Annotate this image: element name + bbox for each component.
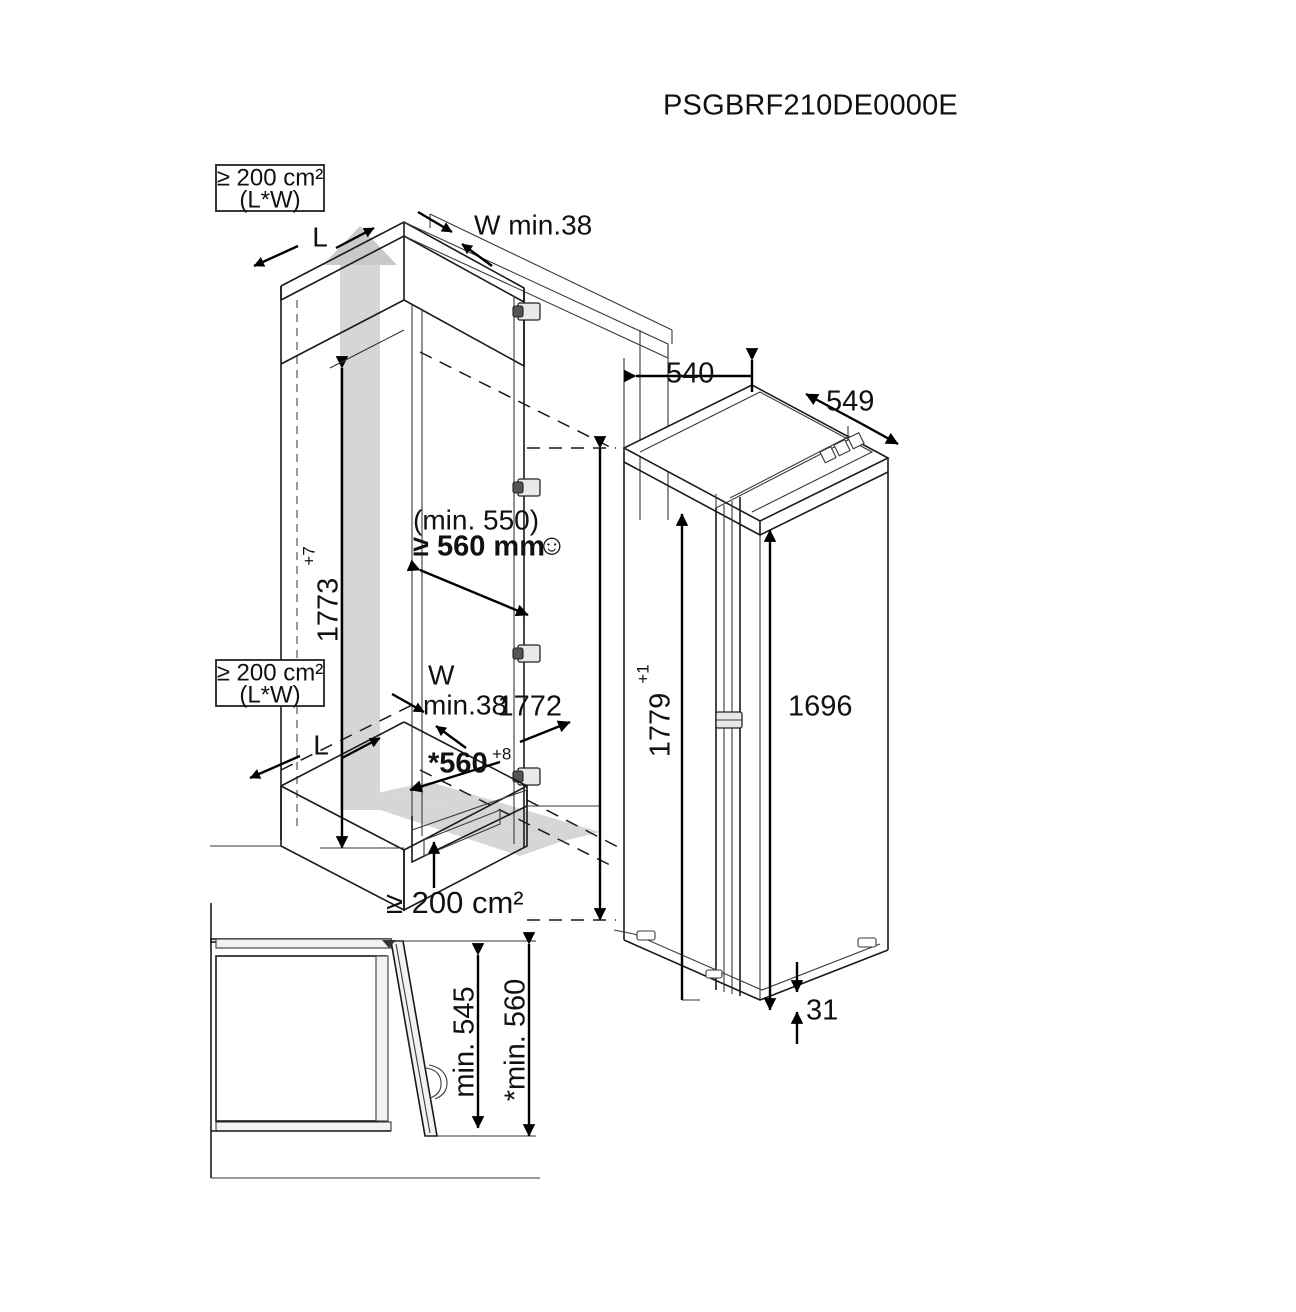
dimension-min-545: min. 545	[449, 943, 485, 1129]
plan-cabinet-interior	[215, 955, 387, 1122]
dim-1779-value: 1779	[645, 693, 677, 758]
niche-depth-dashed-mid	[419, 769, 613, 867]
vent-bottom-plinth-label: ≥ 200 cm²	[386, 885, 524, 920]
dimension-niche-height: 1773 +7	[299, 329, 405, 849]
dimension-540: 540	[623, 348, 759, 452]
niche-base-right	[403, 784, 528, 912]
dimension-549: 549	[805, 386, 899, 446]
dim-31-value: 31	[806, 995, 838, 1027]
appliance-foot-right	[857, 937, 877, 948]
dim-560-value: *560	[428, 748, 488, 780]
label-W-bottom-line1: W	[428, 659, 455, 690]
dimension-min-560: *min. 560	[500, 932, 536, 1137]
dim-1696-value: 1696	[788, 691, 853, 723]
plan-cabinet-top-band	[215, 938, 392, 949]
dimension-opening-height: 1772	[497, 436, 616, 921]
vent-box-bottom-line1: ≥ 200 cm²	[217, 659, 324, 686]
vent-box-bottom-line2: (L*W)	[239, 681, 300, 708]
appliance-bottom-left-tail	[613, 929, 635, 935]
vent-box-top-line1: ≥ 200 cm²	[217, 164, 324, 191]
plinth-panel-edge	[411, 789, 528, 831]
dimension-niche-depth	[406, 559, 529, 617]
niche-depth-dashed-lower	[526, 799, 621, 849]
top-grille	[819, 432, 865, 464]
page-title: PSGBRF210DE0000E	[663, 90, 958, 122]
dim-560-tolerance: +8	[492, 744, 511, 763]
niche-depth-dashed-top	[419, 351, 613, 449]
label-W-bottom-line2: min.38	[423, 689, 507, 720]
dimension-l-top	[253, 226, 375, 268]
niche-top-rail-upper	[429, 213, 673, 331]
niche-depth-main-group: ≥ 560 mm ☺	[413, 530, 567, 563]
hinge-1	[512, 302, 541, 321]
niche-depth-note: (min. 550)	[413, 504, 539, 535]
smiley-icon: ☺	[537, 530, 567, 562]
annotation-vent-box-bottom: ≥ 200 cm² (L*W)	[215, 659, 325, 708]
dimension-w-gap-bottom	[391, 692, 467, 749]
dimension-niche-width	[409, 720, 571, 793]
appliance-foot-left	[636, 930, 656, 941]
label-L-bottom: L	[313, 729, 329, 760]
vent-box-top-line2: (L*W)	[239, 186, 300, 213]
annotation-vent-box-top: ≥ 200 cm² (L*W)	[215, 164, 325, 213]
dim-1773-value: 1773	[313, 578, 345, 643]
dimension-l-bottom	[249, 736, 381, 780]
label-L-top: L	[312, 221, 328, 252]
dim-1773-tolerance: +7	[299, 546, 318, 565]
plan-view-door-swing: min. 545 *min. 560	[210, 903, 540, 1179]
plan-hinge-pivot	[382, 940, 396, 948]
dimension-w-gap-top	[417, 210, 493, 267]
dim-1779-tolerance: +1	[633, 664, 652, 683]
dimension-31: 31	[790, 962, 838, 1044]
niche-depth-main: ≥ 560 mm	[413, 531, 545, 563]
label-W-min38-top: W min.38	[474, 209, 592, 240]
plan-door-panel-closed	[375, 955, 389, 1122]
appliance-foot-front	[705, 969, 723, 979]
hinge-3	[512, 644, 541, 663]
hinge-4	[512, 767, 541, 786]
dimension-1696: 1696	[763, 529, 853, 1011]
dim-549-value: 549	[826, 386, 874, 418]
appliance-hinge	[715, 711, 743, 729]
dimension-1779: 1779 +1	[633, 513, 700, 1001]
dim-560-width-group: *560 +8	[428, 744, 511, 779]
plan-cabinet-bottom-band	[215, 1121, 392, 1132]
appliance-isometric: 540 549 1779 +1 1696 31	[613, 348, 899, 1044]
dim-min545-value: min. 545	[449, 986, 481, 1097]
dim-540-value: 540	[666, 358, 714, 390]
plinth-front-panel	[411, 790, 528, 864]
niche-base-rear-right	[403, 721, 528, 787]
appliance-bottom-front	[623, 939, 889, 1001]
cabinet-niche-isometric: 1773 +7	[210, 210, 673, 921]
dim-1772-value: 1772	[497, 691, 562, 723]
dim-min560-value: *min. 560	[500, 979, 532, 1102]
plinth-vent-slot	[423, 809, 501, 857]
appliance-bottom-inner	[633, 933, 881, 991]
niche-inner-top-left	[280, 299, 405, 365]
hinge-2	[512, 478, 541, 497]
